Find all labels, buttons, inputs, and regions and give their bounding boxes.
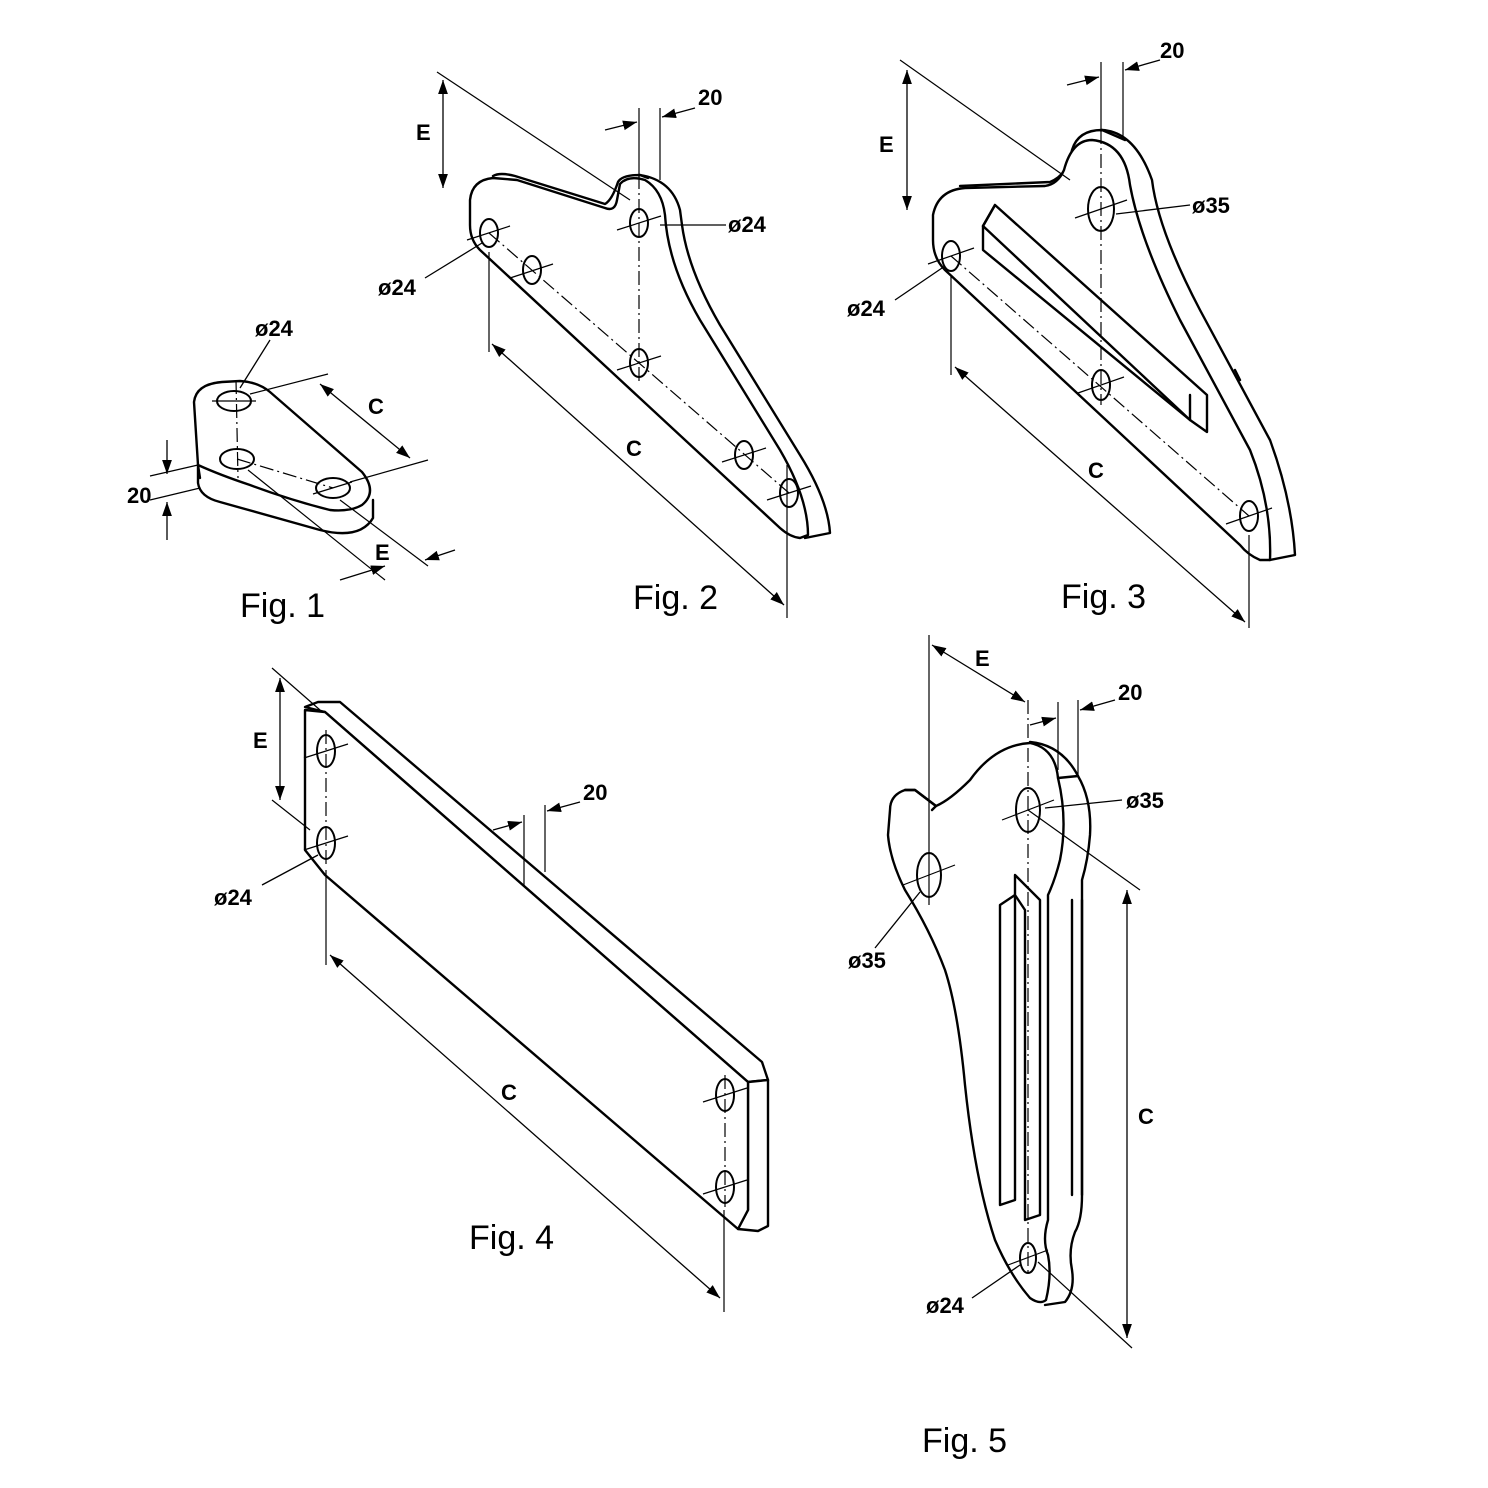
fig2-label: Fig. 2 — [633, 579, 718, 617]
fig1-label: Fig. 1 — [240, 587, 325, 625]
fig1-dim-c: C — [368, 394, 384, 419]
fig4-dim-e: E — [253, 728, 268, 753]
fig3-dim-thickness: 20 — [1160, 38, 1184, 63]
fig3-dim-hole-left: ø24 — [847, 296, 886, 321]
fig2-dim-hole-top: ø24 — [728, 212, 767, 237]
fig4-label: Fig. 4 — [469, 1219, 554, 1257]
figure-5: E 20 ø35 ø35 C ø24 Fig. 5 — [848, 635, 1164, 1460]
fig5-dim-hole-large-top: ø35 — [1126, 788, 1164, 813]
fig3-dim-e: E — [879, 132, 894, 157]
figure-4: E 20 ø24 C Fig. 4 — [214, 667, 770, 1312]
fig3-dim-hole-large: ø35 — [1192, 193, 1230, 218]
fig2-dim-thickness: 20 — [698, 85, 722, 110]
fig1-dim-thickness: 20 — [127, 483, 151, 508]
fig1-dim-e: E — [375, 540, 390, 565]
fig2-dim-hole-left: ø24 — [378, 275, 417, 300]
fig4-dim-thickness: 20 — [583, 780, 607, 805]
figure-3: E 20 ø35 ø24 C Fig. 3 — [847, 38, 1297, 628]
fig4-dim-c: C — [501, 1080, 517, 1105]
fig2-dim-e: E — [416, 120, 431, 145]
fig5-dim-hole-small: ø24 — [926, 1293, 965, 1318]
fig1-dim-hole: ø24 — [255, 316, 294, 341]
fig5-label: Fig. 5 — [922, 1422, 1007, 1460]
fig4-dim-hole: ø24 — [214, 885, 253, 910]
fig5-dim-c: C — [1138, 1104, 1154, 1129]
figure-1: ø24 C E 20 Fig. 1 — [127, 316, 456, 625]
fig3-dim-c: C — [1088, 458, 1104, 483]
fig5-dim-thickness: 20 — [1118, 680, 1142, 705]
fig2-dim-c: C — [626, 436, 642, 461]
fig3-label: Fig. 3 — [1061, 578, 1146, 616]
fig5-dim-e: E — [975, 646, 990, 671]
figure-2: E 20 ø24 ø24 C Fig. 2 — [378, 71, 832, 618]
fig5-dim-hole-large-left: ø35 — [848, 948, 886, 973]
